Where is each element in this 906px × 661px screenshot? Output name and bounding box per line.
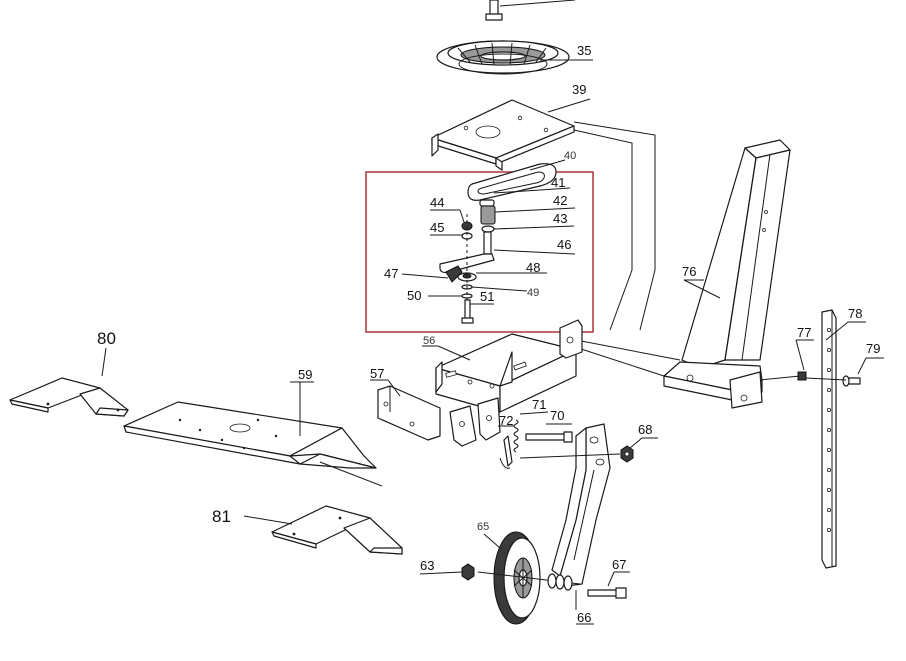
part-76-frame-post [663, 139, 791, 409]
part-72-pin [498, 425, 514, 469]
part-49-washer [461, 284, 528, 292]
label-40: 40 [564, 150, 576, 162]
label-50: 50 [407, 288, 421, 303]
part-67-bolt [587, 571, 630, 599]
part-56-gearbox-frame [422, 319, 583, 447]
part-46-lever-shaft [439, 231, 576, 274]
part-35-spinner-disc [436, 40, 593, 75]
part-41-bearing [479, 187, 571, 207]
label-79: 79 [866, 341, 880, 356]
label-41: 41 [551, 175, 565, 190]
label-47: 47 [384, 266, 398, 281]
label-70: 70 [550, 408, 564, 423]
part-79-pin [805, 357, 884, 387]
label-43: 43 [553, 211, 567, 226]
part-59-deflector-plate [123, 381, 383, 487]
label-39: 39 [572, 82, 586, 97]
label-49: 49 [527, 287, 539, 299]
part-80-side-deflector [9, 347, 129, 417]
label-46: 46 [557, 237, 571, 252]
label-48: 48 [526, 260, 540, 275]
part-48-spacer [457, 272, 547, 282]
part-63-nut [419, 563, 475, 581]
label-65: 65 [477, 521, 489, 533]
label-35: 35 [577, 43, 591, 58]
label-80: 80 [97, 329, 116, 348]
top-bolt [485, 0, 576, 21]
label-56: 56 [423, 335, 435, 347]
label-67: 67 [612, 557, 626, 572]
label-77: 77 [797, 325, 811, 340]
label-57: 57 [370, 366, 384, 381]
label-45: 45 [430, 220, 444, 235]
label-66: 66 [577, 610, 591, 625]
label-59: 59 [298, 367, 312, 382]
part-57-side-plate [370, 379, 441, 441]
part-70-bolt [525, 423, 573, 443]
part-50-washer [428, 293, 473, 299]
part-65-wheel [483, 531, 541, 625]
wheel-axle-bushings [547, 573, 573, 591]
label-44: 44 [430, 195, 444, 210]
part-42-bushing [480, 205, 576, 225]
part-78-adjusting-bar [821, 309, 866, 569]
part-68-nut [620, 437, 658, 463]
label-68: 68 [638, 422, 652, 437]
highlight-box [365, 171, 594, 333]
label-81: 81 [212, 507, 231, 526]
label-76: 76 [682, 264, 696, 279]
label-42: 42 [553, 193, 567, 208]
part-71-spring [513, 411, 549, 453]
label-63: 63 [420, 558, 434, 573]
label-78: 78 [848, 306, 862, 321]
part-43-washer [481, 225, 575, 233]
label-72: 72 [499, 413, 513, 428]
part-40-drive-belt [467, 159, 566, 201]
part-47-spring [401, 265, 463, 283]
part-39-top-plate [431, 98, 656, 331]
label-51: 51 [480, 289, 494, 304]
part-81-lower-deflector [243, 505, 403, 555]
part-77-nut [795, 339, 814, 381]
label-71: 71 [532, 397, 546, 412]
